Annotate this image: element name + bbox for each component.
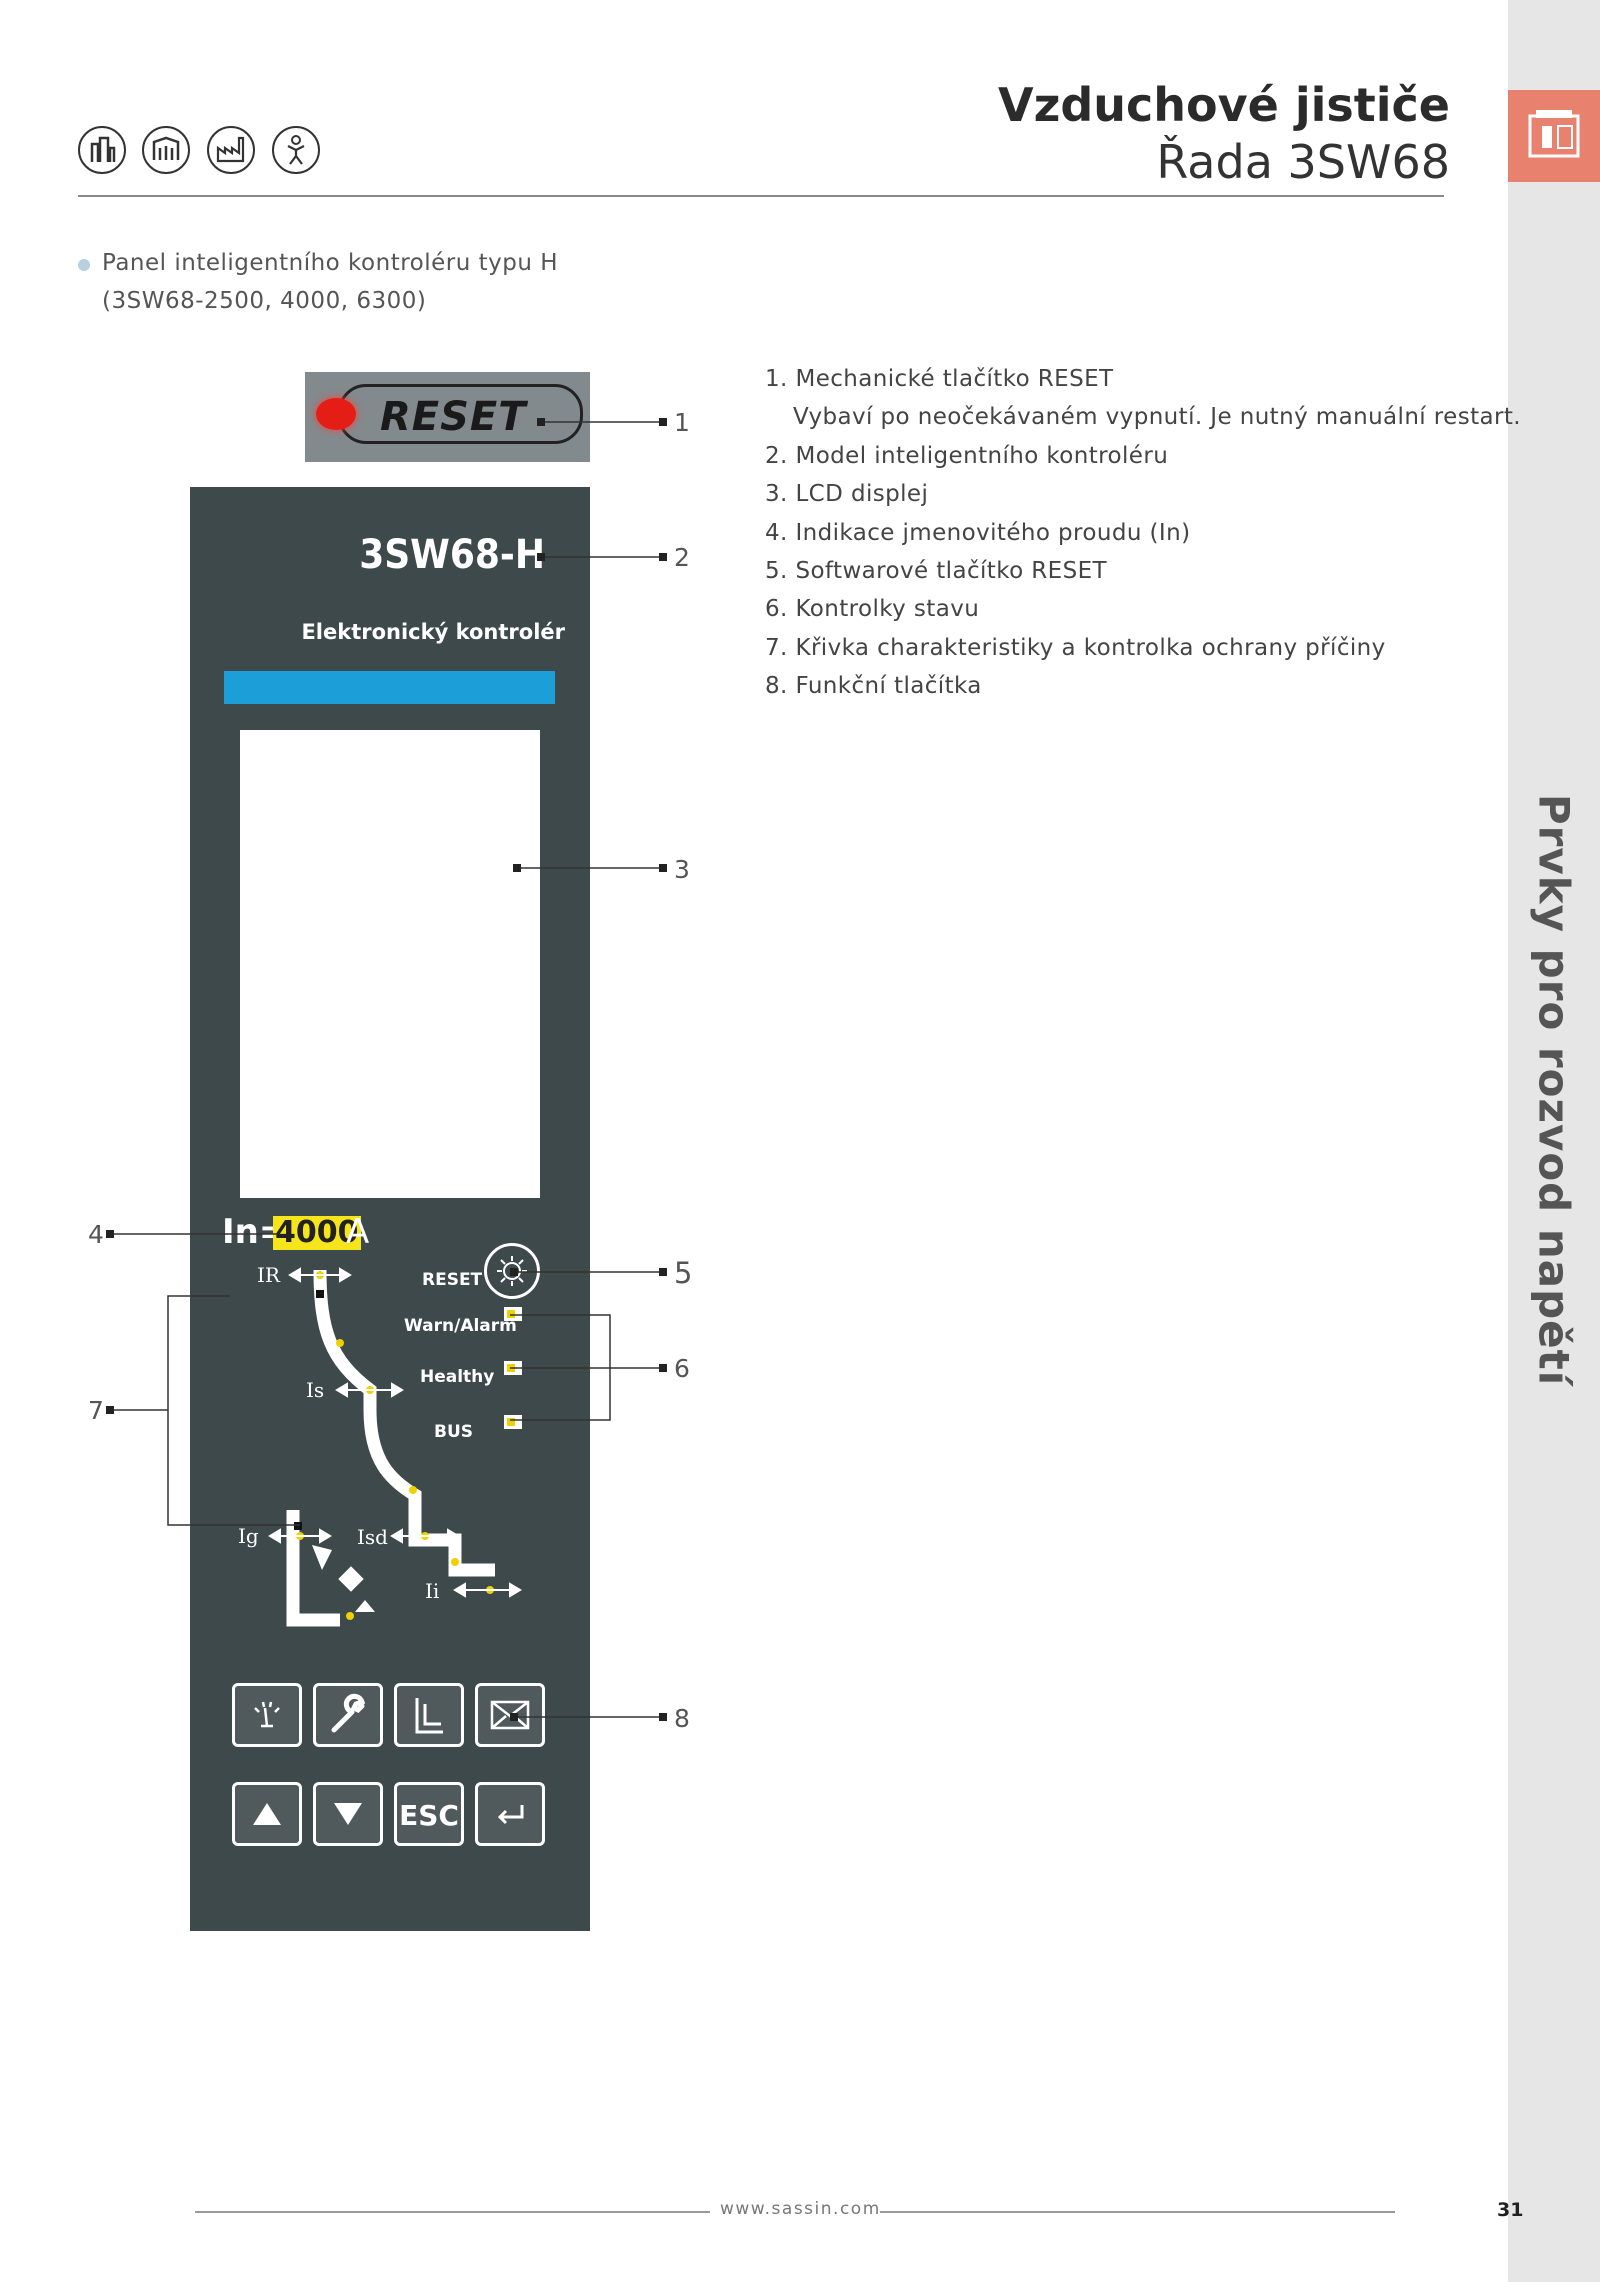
curve-label-ir: IR [257,1263,280,1287]
curve-label-isd: Isd [357,1525,388,1549]
legend-item-1: 1. Mechanické tlačítko RESET [765,366,1114,392]
person-icon [272,126,320,174]
status-healthy-label: Healthy [420,1367,495,1387]
in-value: 4000 [273,1215,361,1250]
legend-item-5: 5. Softwarové tlačítko RESET [765,558,1107,584]
up-button[interactable] [232,1782,302,1846]
legend-item-8: 8. Funkční tlačítka [765,673,982,699]
up-arrow-icon [253,1803,281,1825]
bullet [78,259,90,271]
header-divider [78,195,1444,197]
footer-rule-left [195,2211,710,2213]
controller-subtitle: Elektronický kontrolér [301,620,565,644]
callout-8: 8 [674,1704,690,1733]
status-bus-label: BUS [434,1422,474,1442]
curve-button[interactable] [394,1683,464,1747]
callout-3: 3 [674,855,690,884]
enter-button[interactable] [475,1782,545,1846]
ground-curve [286,1510,340,1627]
reset-soft-label: RESET [422,1270,483,1290]
page-title: Vzduchové jističe [997,78,1450,132]
reset-knob [316,398,356,430]
factory-icon [207,126,255,174]
side-strip [1508,0,1600,2282]
callout-4: 4 [88,1220,104,1249]
settings-button[interactable] [313,1683,383,1747]
page-number: 31 [1497,2199,1524,2221]
status-warn-label: Warn/Alarm [404,1316,517,1336]
trip-curve [268,1267,522,1627]
enter-icon [497,1805,524,1825]
bus-led [504,1415,522,1429]
page-subtitle: Řada 3SW68 [1156,135,1450,189]
legend-item-6: 6. Kontrolky stavu [765,596,980,622]
footer-rule-right [880,2211,1395,2213]
model-label: 3SW68-H [359,532,545,578]
reset-label: RESET [380,394,527,440]
esc-label: ESC [399,1799,459,1832]
curve-icon [415,1698,443,1734]
intro-line-1: Panel inteligentního kontroléru typu H [102,250,559,276]
esc-button[interactable]: ESC [394,1782,464,1846]
display-header-bar [224,671,555,704]
message-icon [490,1700,530,1730]
legend-item-4: 4. Indikace jmenovitého proudu (In) [765,520,1191,546]
callout-6: 6 [674,1354,690,1383]
callout-1: 1 [674,408,690,437]
in-unit: A [346,1212,370,1252]
bulb-icon [497,1256,527,1286]
curve-label-ig: Ig [238,1524,259,1548]
wrench-icon [331,1693,366,1733]
building-icon [78,126,126,174]
software-reset-button[interactable] [484,1243,540,1299]
legend-item-7: 7. Křivka charakteristiky a kontrolka oc… [765,635,1386,661]
callout-5: 5 [674,1256,693,1290]
curve-label-ii: Ii [425,1579,440,1603]
gauge-icon [254,1701,280,1728]
callout-2: 2 [674,543,690,572]
callout-7: 7 [88,1396,104,1425]
legend-item-2: 2. Model inteligentního kontroléru [765,443,1169,469]
curve-label-is: Is [306,1378,325,1402]
legend-item-1-desc: Vybaví po neočekávaném vypnutí. Je nutný… [793,404,1521,430]
footer-url: www.sassin.com [720,2199,881,2219]
down-button[interactable] [313,1782,383,1846]
warn-alarm-led [504,1307,522,1321]
office-icon [142,126,190,174]
measure-button[interactable] [232,1683,302,1747]
intro-line-2: (3SW68-2500, 4000, 6300) [102,288,427,314]
down-arrow-icon [334,1803,362,1825]
lcd-display [240,730,540,1198]
legend-item-3: 3. LCD displej [765,481,929,507]
breaker-icon [1508,90,1600,182]
